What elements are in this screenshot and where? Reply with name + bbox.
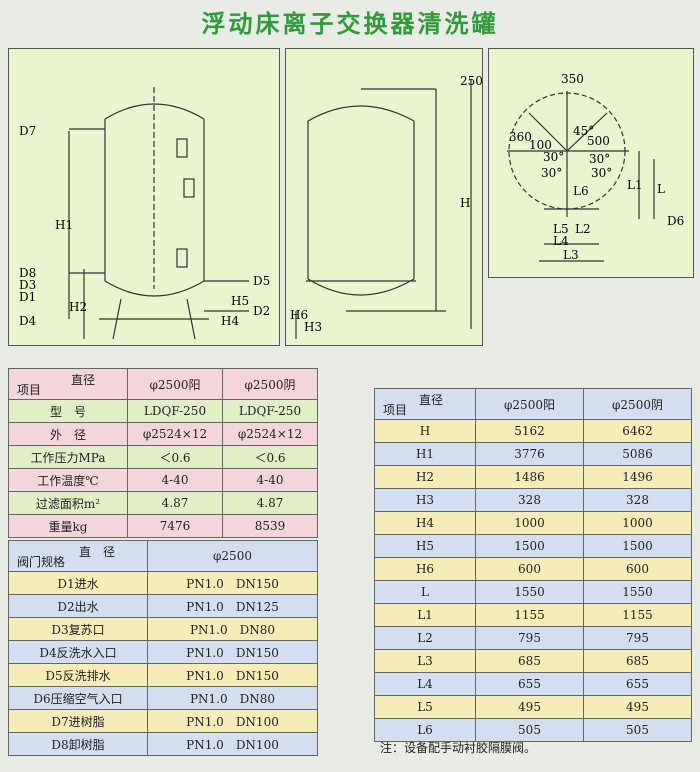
label-l2: L2 [575, 222, 591, 236]
col-header-yang: φ2500阳 [127, 368, 223, 400]
front-view-drawing: D7 H1 D8 D3 D1 H2 D4 H5 D5 H4 D2 [8, 48, 280, 346]
vessel-top-head [307, 105, 415, 122]
label-d2: D2 [253, 304, 270, 318]
label-d4: D4 [19, 314, 37, 328]
label-d5: D5 [253, 274, 270, 288]
label-360: 360 [509, 130, 532, 144]
label-l3: L3 [563, 248, 579, 262]
side-view-drawing: 250 H H6 H3 [285, 48, 483, 346]
label-l1: L1 [627, 178, 643, 192]
header-corner: 直 径阀门规格 [8, 540, 148, 572]
label-30-c: 30° [541, 166, 562, 180]
label-30-a: 30° [543, 150, 564, 164]
label-h4: H4 [221, 314, 239, 328]
label-h3: H3 [304, 320, 322, 334]
col-header-diameter: φ2500 [147, 540, 318, 572]
sight-glass-1 [176, 138, 188, 158]
label-d1: D1 [19, 290, 36, 304]
front-view-svg: D7 H1 D8 D3 D1 H2 D4 H5 D5 H4 D2 [19, 87, 270, 340]
label-h6: H6 [290, 308, 308, 322]
label-30-d: 30° [591, 166, 612, 180]
label-l6: L6 [573, 184, 589, 198]
label-d6: D6 [667, 214, 684, 228]
label-250: 250 [460, 74, 482, 88]
side-view-svg: 250 H H6 H3 [290, 74, 482, 339]
radial-line-1 [528, 112, 568, 152]
col-header-yang: φ2500阳 [475, 388, 584, 420]
label-30-b: 30° [589, 152, 610, 166]
vessel-bottom-head [307, 278, 415, 296]
plan-view-svg: 350 360 45° 100 500 30° 30° 30° 30° L6 L… [507, 72, 684, 262]
label-l: L [657, 182, 665, 196]
vessel-top-head [104, 103, 205, 120]
vessel-bottom-head [104, 280, 205, 297]
label-h1: H1 [55, 218, 73, 232]
radial-line-2 [566, 112, 608, 152]
sight-glass-3 [176, 248, 188, 268]
label-45: 45° [573, 124, 594, 138]
label-h5: H5 [231, 294, 249, 308]
header-corner: 直径项目 [8, 368, 128, 400]
label-l4: L4 [553, 234, 569, 248]
label-l5: L5 [553, 222, 569, 236]
sight-glass-2 [183, 178, 195, 198]
col-header-yin: φ2500阴 [583, 388, 692, 420]
valve-table-header: 直 径阀门规格 φ2500 [8, 540, 318, 572]
label-d7: D7 [19, 124, 36, 138]
label-h2: H2 [69, 300, 87, 314]
footnote: 注：设备配手动衬胶隔膜阀。 [380, 741, 537, 755]
col-header-yin: φ2500阴 [222, 368, 318, 400]
label-d3: D3 [19, 278, 36, 292]
spec-table-header: 直径项目 φ2500阳 φ2500阴 [8, 368, 318, 400]
plan-view-drawing: 350 360 45° 100 500 30° 30° 30° 30° L6 L… [488, 48, 694, 278]
dimension-table-header: 直径项目 φ2500阳 φ2500阴 [374, 388, 692, 420]
label-500: 500 [587, 134, 610, 148]
label-100: 100 [529, 138, 552, 152]
header-corner: 直径项目 [374, 388, 476, 420]
label-d8: D8 [19, 266, 36, 280]
page-title: 浮动床离子交换器清洗罐 [201, 10, 499, 38]
table-row: 工作压力MPa＜0.6＜0.6 [8, 445, 318, 469]
label-h: H [460, 196, 470, 210]
label-350: 350 [561, 72, 584, 86]
